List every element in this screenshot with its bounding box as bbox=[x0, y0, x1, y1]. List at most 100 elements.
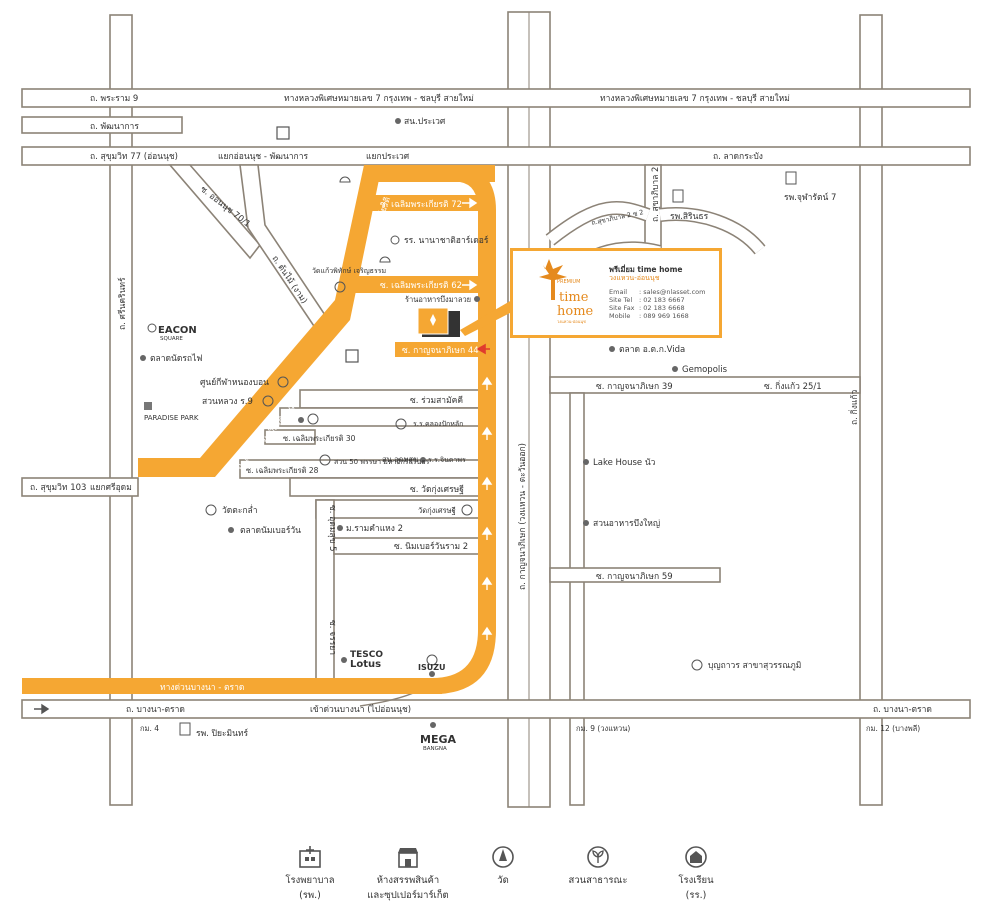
label-nanachart-school: รร. นานาชาติฮาร์เดอร์ bbox=[404, 235, 489, 246]
label-restaurant: ร้านอาหารบึงมาลวย bbox=[405, 295, 471, 304]
park-icon bbox=[587, 846, 609, 868]
label-sukhumvit103: ถ. สุขุมวิท 103 bbox=[30, 483, 86, 493]
project-contact: พรีเมี่ยม time home วงแหวน-อ่อนนุช Email… bbox=[609, 265, 706, 320]
inner-east-road bbox=[569, 392, 585, 806]
label-rama9: ถ. พระราม 9 bbox=[90, 94, 138, 104]
label-wat-tako: วัดตะกล่ำ bbox=[222, 504, 258, 516]
hospital-icon bbox=[299, 846, 321, 868]
srinakarin-road bbox=[109, 14, 133, 806]
label-km12: กม. 12 (บางพลี) bbox=[866, 724, 920, 733]
label-wat-pipat: วัดแก้วพิทักษ์ เจริญธรรม bbox=[312, 267, 386, 275]
phatthanakan-road bbox=[21, 116, 183, 134]
label-tesco: TESCO bbox=[350, 650, 383, 660]
label-watkungsetthi-soi: ซ. วัดกุ่งเศรษฐี bbox=[410, 484, 464, 495]
label-motorway7-west: ทางหลวงพิเศษหมายเลข 7 กรุงเทพ - ชลบุรี ส… bbox=[284, 93, 474, 104]
chalermprakiat9-route bbox=[138, 165, 382, 477]
kanchanapisek59-road bbox=[549, 567, 721, 583]
shell-icon bbox=[379, 256, 391, 263]
label-seacon: EACON bbox=[158, 325, 197, 336]
label-bangna-trat-east: ถ. บางนา-ตราด bbox=[873, 705, 932, 715]
label-soi62: ซ. เฉลิมพระเกียรติ 62 bbox=[380, 280, 462, 291]
label-sukhumvit77: ถ. สุขุมวิท 77 (อ่อนนุช) bbox=[90, 152, 178, 162]
temple-icon bbox=[492, 846, 514, 868]
legend-park: สวนสาธารณะ bbox=[538, 845, 658, 888]
bangna-trat-road bbox=[21, 699, 971, 719]
kanchanapisek39-road bbox=[549, 376, 861, 394]
school-icon bbox=[390, 235, 400, 245]
label-paradise-park: PARADISE PARK bbox=[144, 414, 199, 422]
label-prawet-office: สน.ประเวศ bbox=[404, 117, 446, 127]
park-icon bbox=[262, 395, 274, 407]
project-marker bbox=[417, 300, 512, 337]
mall-icon bbox=[398, 848, 418, 868]
school-icon bbox=[277, 376, 289, 388]
label-km4: กม. 4 bbox=[140, 724, 159, 733]
label-kingkaew25: ซ. กิ่งแก้ว 25/1 bbox=[764, 380, 822, 392]
mall-icon bbox=[691, 659, 703, 671]
svg-text:PREMIUM: PREMIUM bbox=[557, 279, 580, 285]
label-bangna-trat-west: ถ. บางนา-ตราด bbox=[126, 705, 185, 715]
label-number1-market: ตลาดนัมเบอร์วัน bbox=[240, 525, 301, 536]
label-boonkhawan: บุญถาวร สาขาสุวรรณภูมิ bbox=[708, 661, 801, 671]
label-phatthanakan: ถ. พัฒนาการ bbox=[90, 122, 139, 132]
label-piyamin-hospital: รพ. ปิยะมินทร์ bbox=[196, 728, 249, 739]
mall-icon bbox=[345, 349, 359, 363]
label-lotus: Lotus bbox=[350, 659, 381, 670]
callout-pointer bbox=[460, 300, 512, 336]
project-title: พรีเมี่ยม time home bbox=[609, 265, 683, 274]
legend-school: โรงเรียน (รร.) bbox=[636, 845, 756, 903]
temple-icon bbox=[334, 281, 346, 293]
soi72-route bbox=[364, 195, 486, 211]
project-email: : sales@nlasset.com bbox=[639, 288, 706, 296]
svg-text:home: home bbox=[557, 304, 594, 319]
label-isuzu: ISUZU bbox=[418, 663, 446, 672]
label-suan50: สวน 50 พรรษา มหาจักรีสิรินธร bbox=[334, 458, 430, 466]
label-udomsuk-office: สน.อุดมสุข bbox=[382, 455, 418, 464]
label-suan-luang: สวนหลวง ร.9 bbox=[202, 397, 253, 407]
temple-icon bbox=[205, 504, 217, 516]
leaf-icon bbox=[539, 259, 567, 300]
label-wat-kungsetthi: วัดกุ่งเศรษฐี bbox=[418, 506, 456, 515]
label-motorway7-east: ทางหลวงพิเศษหมายเลข 7 กรุงเทพ - ชลบุรี ส… bbox=[600, 93, 790, 104]
hospital-icon bbox=[179, 722, 191, 736]
school-icon bbox=[685, 846, 707, 868]
label-kanchanapisek59: ซ. กาญจนาภิเษก 59 bbox=[596, 572, 673, 582]
label-mega-sub: BANGNA bbox=[423, 746, 447, 752]
label-latkrabang: ถ. ลาดกระบัง bbox=[713, 152, 763, 162]
red-arrow bbox=[476, 343, 490, 355]
road-network bbox=[21, 11, 971, 808]
shell-icon bbox=[339, 176, 351, 183]
label-onnut-junction: แยกอ่อนนุช - พัฒนาการ bbox=[218, 152, 308, 162]
label-sirinthorn-hospital: รพ.สิรินธร bbox=[670, 212, 709, 222]
svg-text:time: time bbox=[559, 290, 589, 305]
label-soi72: ซ. เฉลิมพระเกียรติ 72 bbox=[380, 199, 462, 210]
label-kanchanapisek-ring: ถ. กาญจนาภิเษก (วงแหวน - ตะวันออก) bbox=[518, 443, 528, 590]
sukhumvit77-road bbox=[21, 146, 971, 166]
route-arrows bbox=[34, 197, 493, 715]
label-chularat-hospital: รพ.จุฬารัตน์ 7 bbox=[784, 192, 836, 203]
label-ramkhamhaeng2: ม.รามคำแหง 2 bbox=[346, 524, 403, 534]
label-seacon-sub: SQUARE bbox=[160, 336, 183, 342]
label-nimbutwanaram2: ซ. นิมเบอร์วันราม 2 bbox=[394, 541, 468, 552]
label-khlongpak-school: ร.ร.คลองปักหลัก bbox=[413, 420, 463, 428]
label-soi30: ซ. เฉลิมพระเกียรติ 30 bbox=[283, 434, 356, 443]
school-icon bbox=[395, 418, 407, 430]
svg-text:วงแหวน-อ่อนนุช: วงแหวน-อ่อนนุช bbox=[557, 319, 586, 325]
motorway-bangna bbox=[22, 678, 442, 694]
label-udomsuk-road: ซ. อุดมสุข 5 bbox=[327, 505, 337, 552]
label-kingkaew: ถ. กิ่งแก้ว bbox=[848, 390, 860, 425]
label-sukhaphiban2: ถ. สุขาภิบาล 2 bbox=[651, 167, 661, 222]
seacon-logo bbox=[147, 323, 157, 333]
project-subtitle: วงแหวน-อ่อนนุช bbox=[609, 274, 660, 282]
project-fax: : 02 183 6668 bbox=[639, 304, 685, 312]
temple-icon bbox=[461, 504, 473, 516]
label-soi28: ซ. เฉลิมพระเกียรติ 28 bbox=[246, 466, 319, 475]
label-srinakarin: ถ. ศรีนครินทร์ bbox=[117, 277, 128, 330]
project-logo: PREMIUM time home วงแหวน-อ่อนนุช bbox=[539, 259, 594, 325]
route-up-arrows bbox=[481, 376, 493, 640]
soi44-route bbox=[395, 342, 485, 357]
rama9-road bbox=[21, 88, 971, 108]
sukhumvit103-road bbox=[21, 477, 139, 497]
hospital-icon bbox=[785, 171, 797, 185]
